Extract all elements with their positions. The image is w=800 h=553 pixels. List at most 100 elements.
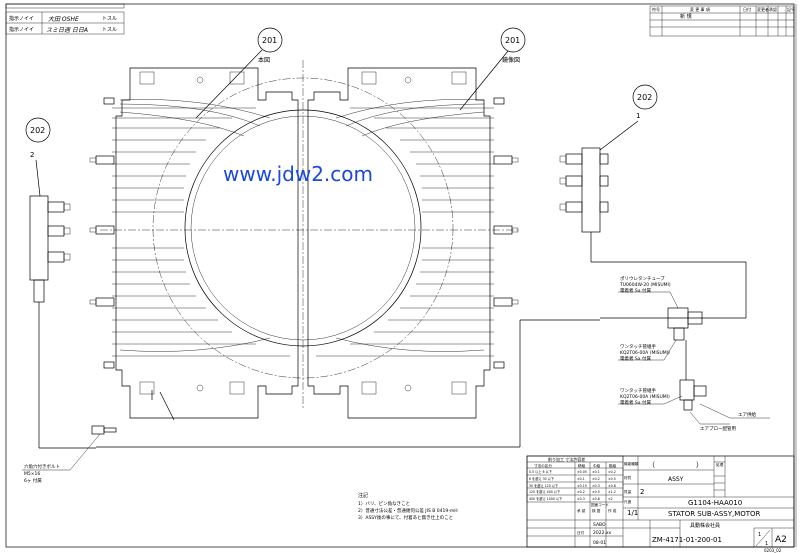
svg-text:±0.3: ±0.3 xyxy=(592,484,600,488)
svg-text:TU0604W-20 (MISUMI): TU0604W-20 (MISUMI) xyxy=(619,282,671,288)
rev-entry-new: 新 規 xyxy=(680,13,692,20)
svg-text:M5×16: M5×16 xyxy=(24,471,40,477)
paren-open: （ xyxy=(648,461,655,469)
svg-text:201: 201 xyxy=(262,36,277,45)
notes-line2: 2）普通寸法公差・普通幾何公差 JIS B 0419-mH xyxy=(358,507,458,514)
fitting1-callout: ワンタッチ管継手 KQ2T06-00A (MISUMI) 電着者 Sa 付属 xyxy=(618,339,677,362)
part-number: G1104-HAA010 xyxy=(688,499,742,507)
checker-label: 検 図 xyxy=(592,508,601,513)
date-label: 日付 xyxy=(577,530,585,535)
paper-size: A2 xyxy=(775,535,787,545)
svg-text:KQ2T06-00A (MISUMI): KQ2T06-00A (MISUMI) xyxy=(620,350,670,356)
svg-text:精級: 精級 xyxy=(578,463,586,468)
approver-label: 承 認 xyxy=(577,508,586,513)
svg-text:±0.1: ±0.1 xyxy=(577,477,585,481)
svg-text:±0.2: ±0.2 xyxy=(592,477,600,481)
svg-text:±2: ±2 xyxy=(608,497,613,501)
svg-text:±1.2: ±1.2 xyxy=(608,490,616,494)
rev-header-approve: 承認 xyxy=(769,6,777,12)
svg-text:KQ2T06-00A (MISUMI): KQ2T06-00A (MISUMI) xyxy=(620,394,670,400)
svg-text:±0.5: ±0.5 xyxy=(608,477,616,481)
svg-text:201: 201 xyxy=(505,36,520,45)
header-row1-label: 指示ノイイ xyxy=(9,15,34,22)
svg-text:0.5 以上 6 以下: 0.5 以上 6 以下 xyxy=(529,469,553,474)
svg-text:寸法の区分: 寸法の区分 xyxy=(534,463,552,468)
assy-value: ASSY xyxy=(668,476,684,483)
air-piping xyxy=(96,261,747,448)
svg-text:±0.8: ±0.8 xyxy=(592,497,600,501)
balloon-202-left: 202 2 xyxy=(25,117,51,197)
left-manifold xyxy=(29,195,96,449)
category-label: 機能種類 xyxy=(624,461,639,466)
fitting2-callout: ワンタッチ管継手 KQ2T06-00A (MISUMI) 電着者 Sa 付属 xyxy=(618,387,683,406)
svg-text:202: 202 xyxy=(637,93,652,102)
tolerance-title: 削り加工 寸法許容差 xyxy=(548,456,585,462)
rev-header-mark: 符号 xyxy=(652,6,660,12)
svg-text:±0.05: ±0.05 xyxy=(577,470,587,474)
svg-text:±0.2: ±0.2 xyxy=(608,470,616,474)
svg-text:120 を超え 400 以下: 120 を超え 400 以下 xyxy=(529,489,561,494)
svg-text:202: 202 xyxy=(30,126,45,135)
svg-text:±0.3: ±0.3 xyxy=(577,497,585,501)
drawing-number: ZM-4171-01-200-01 xyxy=(652,536,722,544)
revision-table: 符号 変 更 事 項 日付 変更者 承認 記号 新 規 xyxy=(649,5,795,37)
svg-text:±0.8: ±0.8 xyxy=(608,484,616,488)
drafter-label: 作 成 xyxy=(608,508,617,513)
svg-text:6ヶ 付属: 6ヶ 付属 xyxy=(24,477,42,484)
qty-label: 質量 xyxy=(624,489,632,494)
sheet-code: 08-01 xyxy=(593,540,606,546)
rev-header-desc: 変 更 事 項 xyxy=(690,6,710,12)
drawing-code-label: 図面コード xyxy=(591,502,609,507)
watermark: www.jdw2.com xyxy=(223,162,373,186)
paren-close: ） xyxy=(696,461,703,469)
svg-text:粗級: 粗級 xyxy=(609,463,617,468)
svg-text:エア供給: エア供給 xyxy=(738,411,756,418)
svg-text:±0.1: ±0.1 xyxy=(592,470,600,474)
treatment-label: 処理 xyxy=(716,462,724,467)
svg-text:電着者 Sa 付属: 電着者 Sa 付属 xyxy=(620,287,651,294)
svg-text:ワンタッチ管継手: ワンタッチ管継手 xyxy=(620,343,656,350)
air-supply-note: エア供給 エアブロー配管用 xyxy=(689,403,770,432)
rev-header-date: 日付 xyxy=(743,6,751,12)
header-block: 指示ノイイ 大田 OSHE トスル 指示ノイイ スミ日週 日日A トスル xyxy=(5,3,125,35)
stator-assembly-view xyxy=(89,60,520,419)
scale-value: 1/1 xyxy=(627,509,638,517)
header-row1-suffix: トスル xyxy=(102,16,117,22)
right-connectors xyxy=(493,97,519,369)
title-block: 削り加工 寸法許容差 寸法の区分 精級 中級 粗級 0.5 以上 6 以下 ±0… xyxy=(526,455,795,548)
balloon-201-left-caption: 本図 xyxy=(258,56,270,64)
svg-text:ワンタッチ管継手: ワンタッチ管継手 xyxy=(620,387,656,394)
tube-callout: ポリウレタンチューブ TU0604W-20 (MISUMI) 電着者 Sa 付属 xyxy=(618,275,679,309)
drafter-name: SABO xyxy=(593,522,606,528)
sheet-bottom: 1 xyxy=(765,541,768,547)
header-row1-value: 大田 OSHE xyxy=(48,15,79,23)
sheet-top: 1 xyxy=(758,532,761,538)
svg-text:6 を超え 30 以下: 6 を超え 30 以下 xyxy=(529,476,555,481)
svg-text:30 を超え 120 以下: 30 を超え 120 以下 xyxy=(529,483,559,488)
balloon-201-left: 201 本図 xyxy=(195,27,283,119)
svg-text:中級: 中級 xyxy=(593,463,601,468)
balloon-201-right: 201 鏡像図 xyxy=(459,27,526,111)
left-connectors xyxy=(89,97,115,369)
date-value: 2022.xx xyxy=(593,530,612,536)
svg-text:±0.15: ±0.15 xyxy=(577,484,587,488)
header-row2-label: 指示ノイイ xyxy=(9,26,34,33)
svg-text:六角穴付きボルト: 六角穴付きボルト xyxy=(24,463,60,470)
svg-text:ポリウレタンチューブ: ポリウレタンチューブ xyxy=(620,275,665,282)
rev-header-author: 変更者 xyxy=(757,6,769,12)
balloon-202-right-caption: 1 xyxy=(636,112,640,120)
footer-code: 0203_02 xyxy=(764,548,782,553)
drawing-frame xyxy=(5,3,795,548)
balloon-201-right-caption: 鏡像図 xyxy=(502,56,520,64)
header-row2-value: スミ日週 日日A xyxy=(46,27,88,34)
header-row2-suffix: トスル xyxy=(102,27,117,33)
part-name: STATOR SUB-ASSY,MOTOR xyxy=(668,510,761,518)
notes-block: 注記 1）バリ、ピン角なきこと 2）普通寸法公差・普通幾何公差 JIS B 04… xyxy=(358,492,458,521)
notes-line1: 1）バリ、ピン角なきこと xyxy=(358,500,410,507)
company-name: 具動株会社員 xyxy=(690,522,720,529)
svg-text:±0.5: ±0.5 xyxy=(592,490,600,494)
balloon-202-right: 202 1 xyxy=(599,84,658,151)
scale-label: 尺度 xyxy=(624,499,632,504)
qty-value: 2 xyxy=(640,488,644,496)
